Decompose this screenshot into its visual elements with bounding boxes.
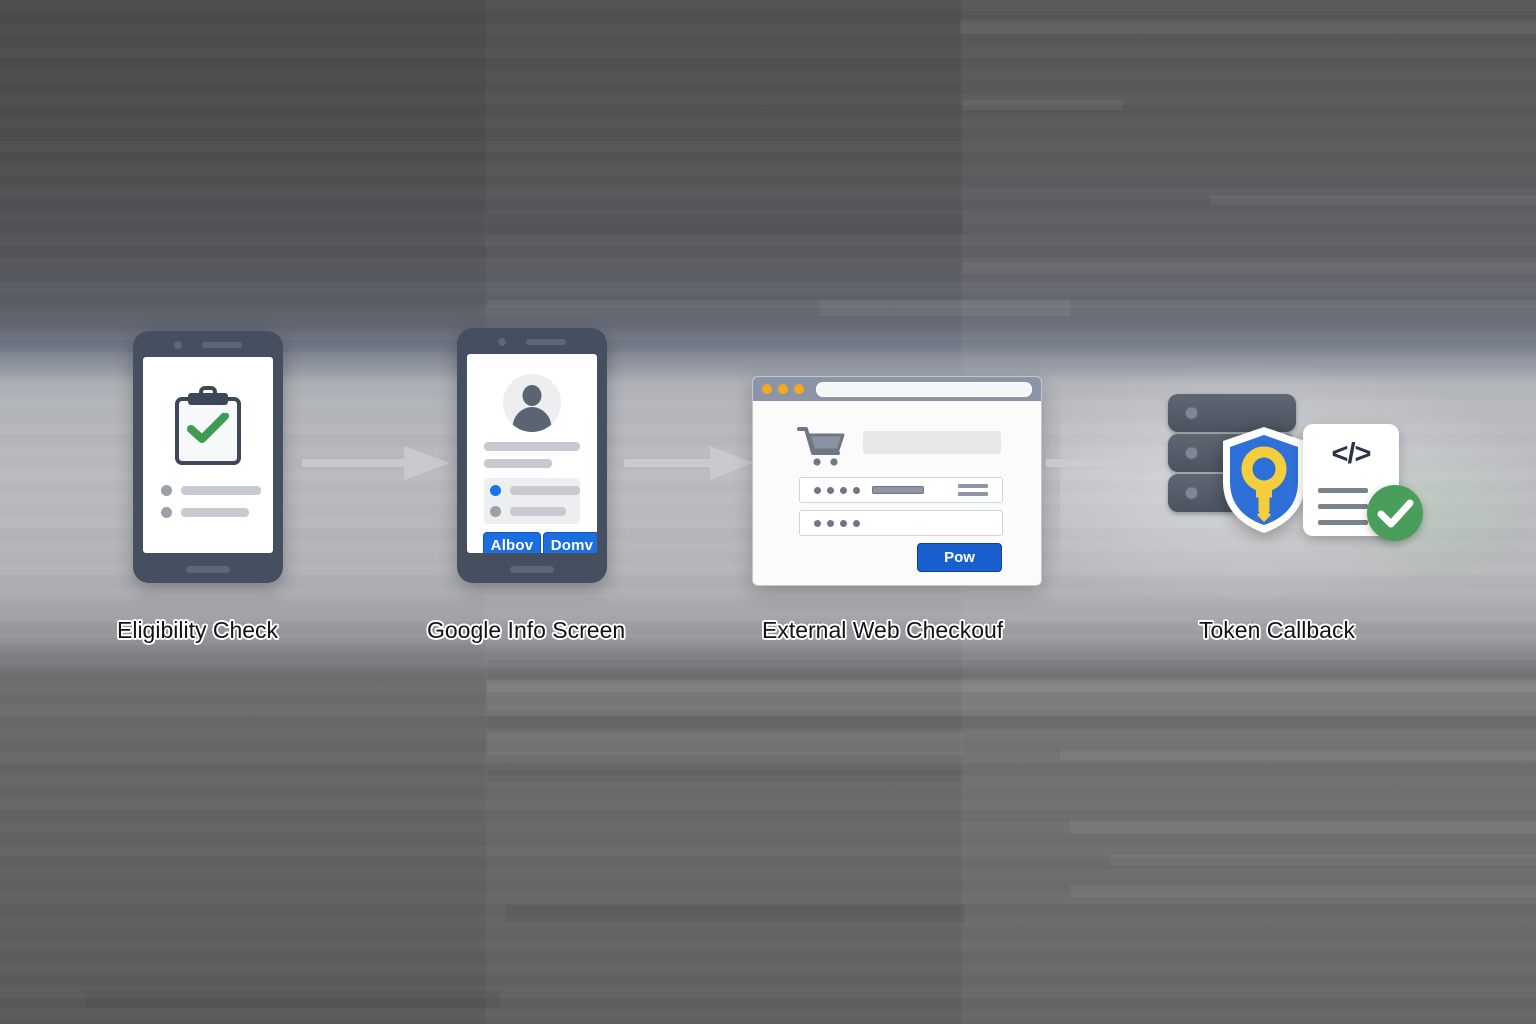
background-streak: [487, 716, 1536, 730]
background-streak: [487, 300, 1536, 308]
connector-arrow: [624, 446, 754, 480]
allow-button[interactable]: Albov: [483, 532, 541, 553]
clipboard-icon: [175, 386, 241, 465]
card-number-field[interactable]: [799, 477, 1003, 503]
stage-3-label: External Web Checkouf: [762, 617, 1004, 643]
background-streak: [1070, 885, 1536, 897]
card-cvc-field[interactable]: [799, 510, 1003, 536]
background-streak: [820, 300, 1070, 316]
background-streak: [487, 214, 963, 234]
background-streak: [487, 660, 1536, 678]
background-streak: [1070, 820, 1536, 834]
placeholder-bar: [484, 459, 552, 468]
radio-option-row[interactable]: [490, 506, 566, 517]
code-glyph: </>: [1331, 438, 1372, 470]
placeholder-bar: [181, 508, 249, 517]
phone-camera-icon: [498, 338, 506, 346]
stage-1-phone-device[interactable]: [133, 331, 283, 583]
placeholder-bar: [510, 507, 566, 516]
background-streak: [487, 680, 1536, 692]
bullet-icon: [161, 485, 172, 496]
list-item: [161, 507, 249, 518]
masked-digits: [814, 486, 860, 494]
field-right-lines: [958, 484, 988, 496]
window-close-icon[interactable]: [762, 384, 772, 394]
background-streak: [505, 905, 965, 923]
code-line: [1318, 520, 1368, 525]
stage-1-label: Eligibility Check: [117, 617, 279, 643]
phone-camera-icon: [174, 341, 182, 349]
browser-title-bar: [753, 377, 1041, 401]
phone-speaker-icon: [202, 342, 242, 348]
stage-2-phone-screen: Albov Domv: [467, 354, 597, 553]
placeholder-bar: [510, 486, 580, 495]
pay-button[interactable]: Pow: [917, 543, 1002, 572]
background-streak: [487, 733, 963, 755]
address-bar[interactable]: [816, 381, 1032, 397]
radio-option-row[interactable]: [490, 485, 580, 496]
background-streak: [85, 990, 500, 1008]
background-streak: [487, 770, 963, 782]
code-line: [1318, 504, 1368, 509]
stage-2-phone-device[interactable]: Albov Domv: [457, 328, 607, 583]
phone-home-indicator: [186, 566, 230, 573]
masked-digits: [814, 519, 860, 527]
options-panel: [484, 478, 580, 524]
check-icon: [187, 413, 229, 443]
stage-2-label: Google Info Screen: [427, 617, 626, 643]
placeholder-bar: [484, 442, 580, 451]
phone-home-indicator: [510, 566, 554, 573]
background-streak: [1110, 855, 1536, 865]
background-streak: [1060, 750, 1536, 760]
stage-3-browser-window[interactable]: Pow: [752, 376, 1042, 586]
shield-key-icon: [1223, 427, 1305, 533]
product-placeholder: [863, 431, 1001, 454]
radio-unselected-icon[interactable]: [490, 506, 501, 517]
placeholder-bar: [181, 486, 261, 495]
radio-selected-icon[interactable]: [490, 485, 501, 496]
background-streak: [960, 20, 1536, 34]
list-item: [161, 485, 261, 496]
deny-button[interactable]: Domv: [543, 532, 597, 553]
database-slab: [1168, 394, 1296, 432]
connector-arrow: [1046, 446, 1176, 480]
stage-4-label: Token Callback: [1199, 617, 1355, 643]
cart-icon: [797, 427, 845, 466]
field-filled-bar: [872, 486, 924, 494]
phone-speaker-icon: [526, 339, 566, 345]
window-minimize-icon[interactable]: [778, 384, 788, 394]
background-streak: [963, 100, 1123, 110]
background-streak: [487, 684, 1536, 710]
window-maximize-icon[interactable]: [794, 384, 804, 394]
background-streak: [1210, 195, 1536, 205]
background-streak: [963, 262, 1536, 274]
bullet-icon: [161, 507, 172, 518]
connector-arrow: [302, 446, 450, 480]
avatar-icon: [503, 374, 561, 432]
stage-1-phone-screen: [143, 357, 273, 553]
code-line: [1318, 488, 1368, 493]
check-circle-icon: [1367, 485, 1423, 541]
